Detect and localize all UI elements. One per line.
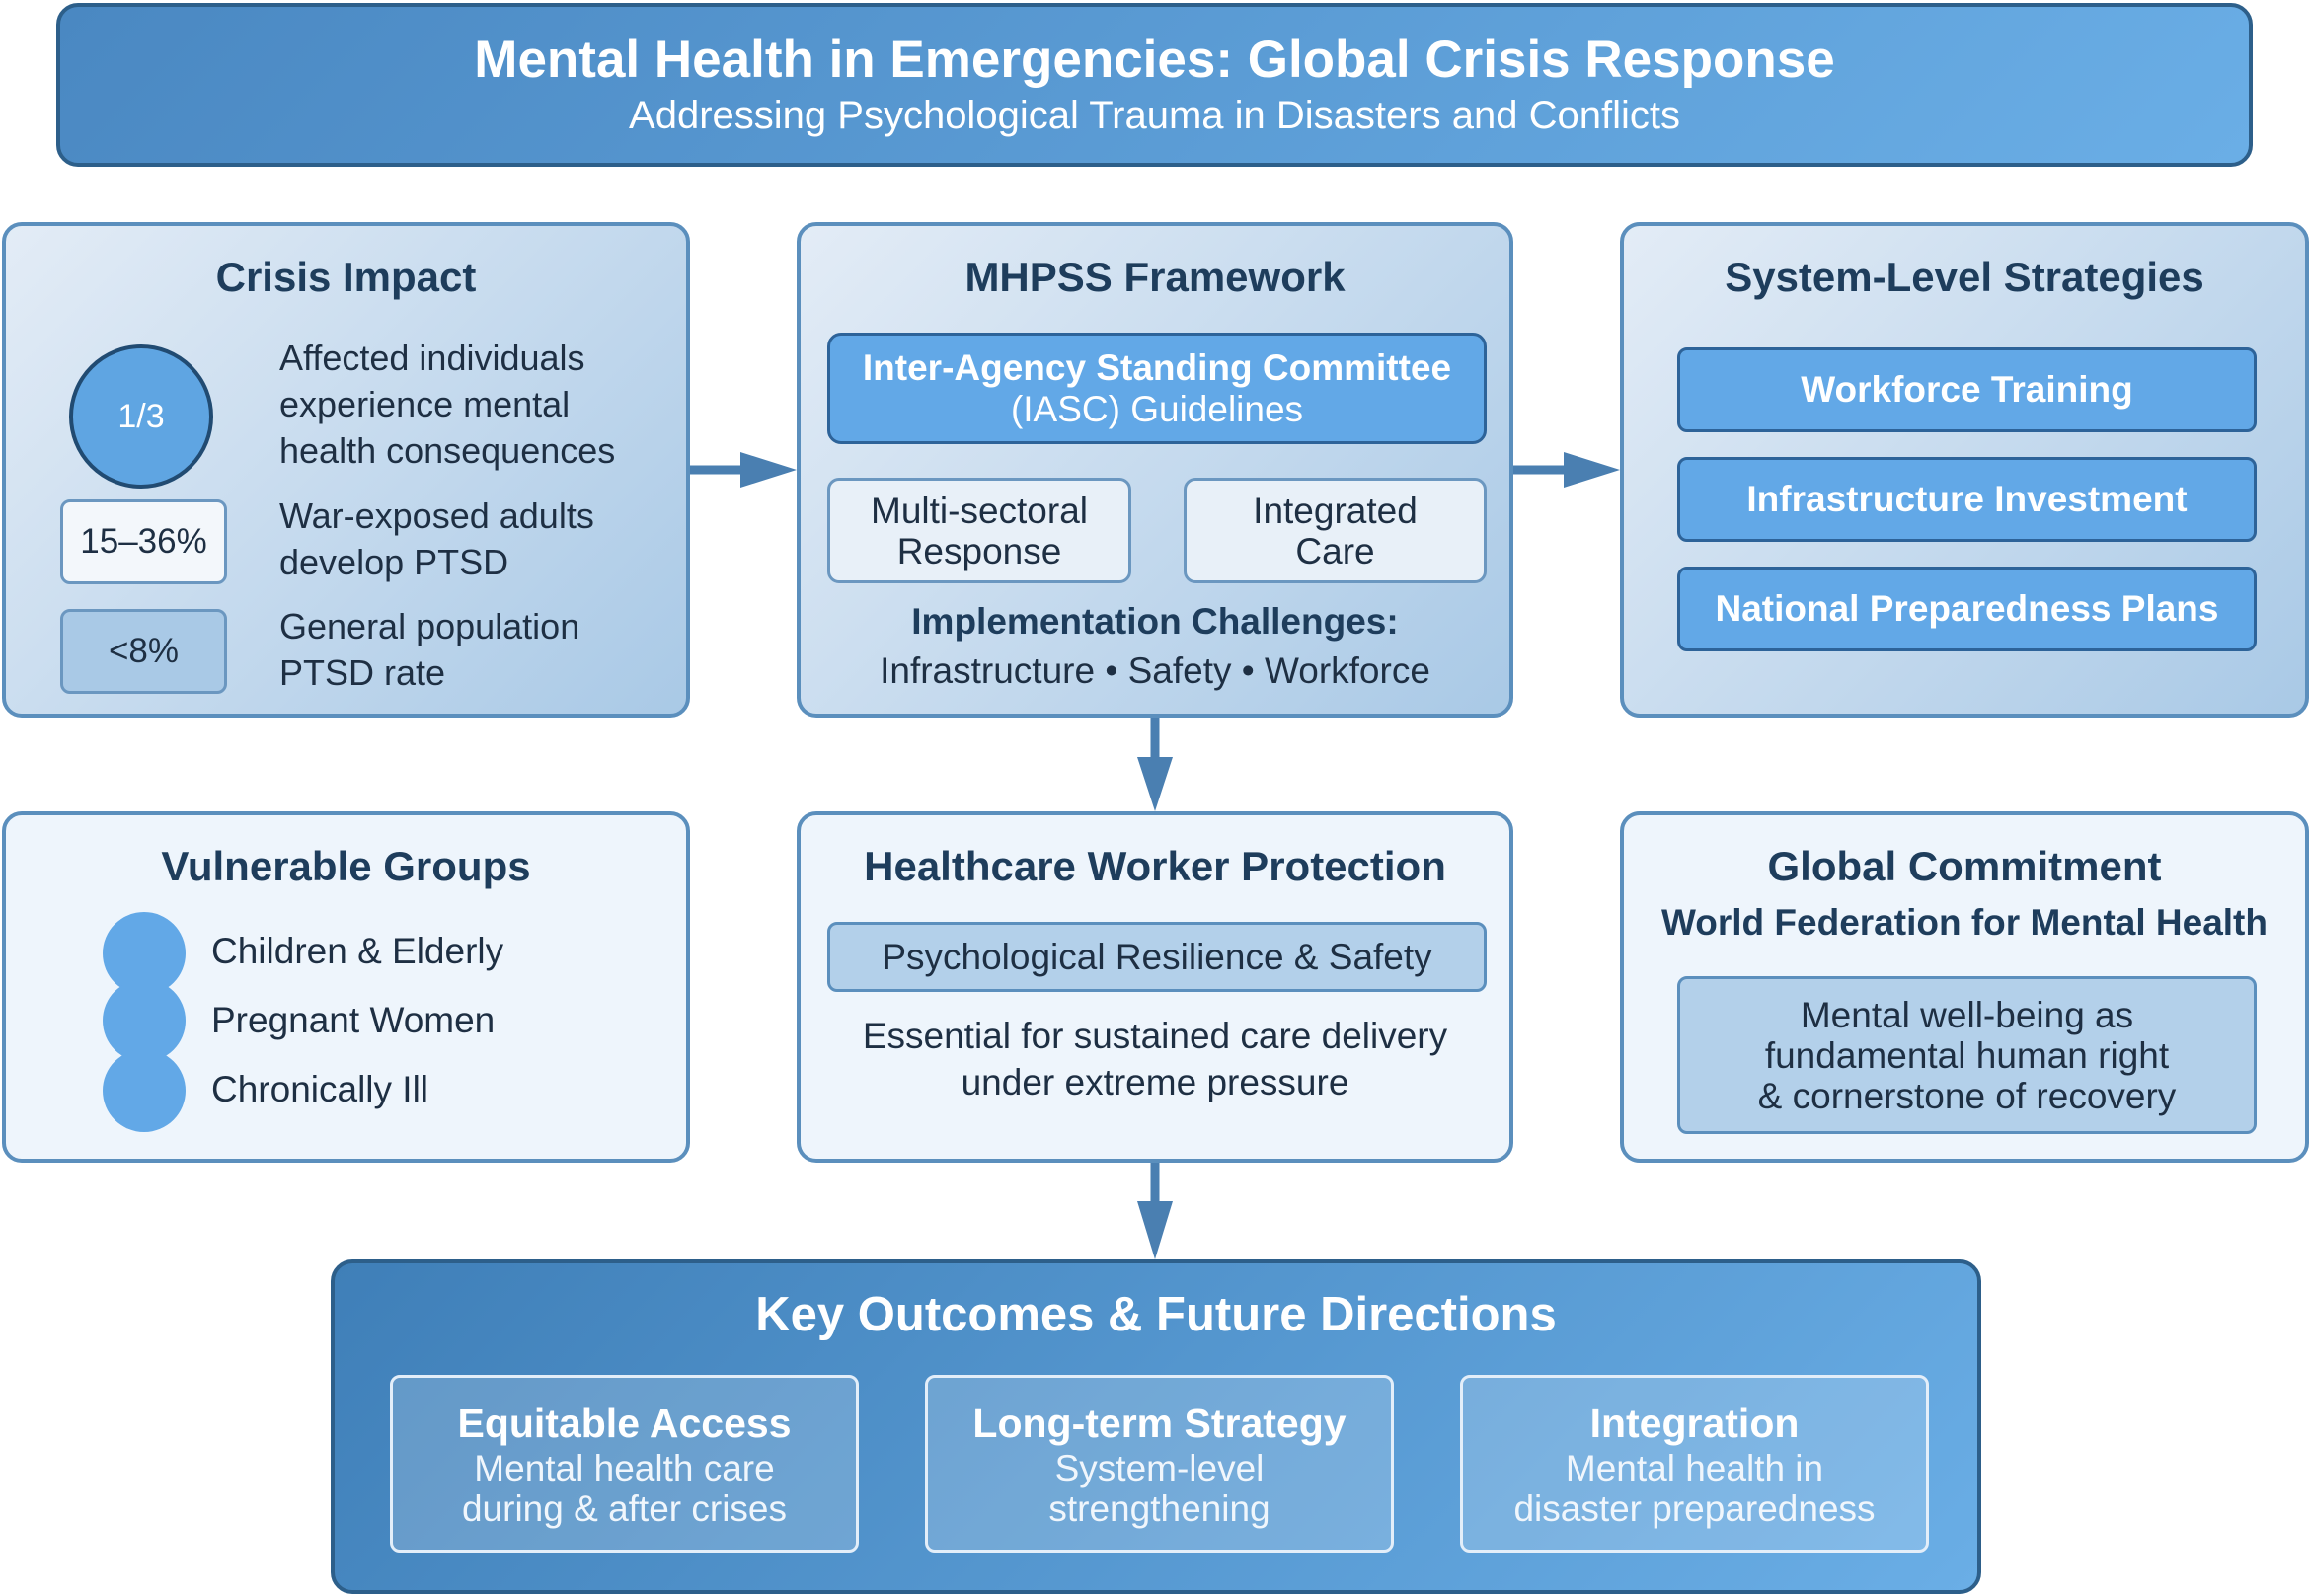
iasc-guidelines-box: Inter-Agency Standing Committee (IASC) G… bbox=[827, 333, 1487, 444]
box-line: Response bbox=[896, 530, 1062, 571]
stat-line: General population bbox=[279, 606, 580, 646]
outcome-heading: Long-term Strategy bbox=[972, 1401, 1347, 1446]
mhpss-panel: MHPSS Framework Inter-Agency Standing Co… bbox=[797, 222, 1513, 718]
vulnerable-groups-panel: Vulnerable Groups Children & Elderly Pre… bbox=[2, 811, 690, 1163]
arrow-crisis-to-mhpss bbox=[690, 452, 797, 488]
outcome-line: during & after crises bbox=[461, 1488, 788, 1529]
strategy-item: National Preparedness Plans bbox=[1677, 567, 2257, 651]
group-dot-icon bbox=[103, 1049, 186, 1132]
description-line: Essential for sustained care delivery bbox=[862, 1016, 1448, 1056]
stat-line: health consequences bbox=[279, 430, 616, 471]
group-label: Children & Elderly bbox=[211, 931, 504, 971]
group-label: Chronically Ill bbox=[211, 1069, 429, 1109]
strategy-item: Workforce Training bbox=[1677, 347, 2257, 432]
global-commitment-title: Global Commitment bbox=[1767, 843, 2162, 889]
outcome-heading: Equitable Access bbox=[457, 1401, 792, 1446]
outcome-line: strengthening bbox=[1048, 1488, 1270, 1529]
outcome-line: Mental health care bbox=[474, 1448, 775, 1488]
multi-sectoral-box: Multi-sectoral Response bbox=[827, 478, 1131, 583]
challenges-text: Infrastructure • Safety • Workforce bbox=[880, 650, 1430, 691]
stat-description: Affected individuals experience mental h… bbox=[279, 335, 694, 474]
crisis-impact-title: Crisis Impact bbox=[215, 254, 477, 300]
resilience-box: Psychological Resilience & Safety bbox=[827, 922, 1487, 992]
outcomes-panel: Key Outcomes & Future Directions Equitab… bbox=[331, 1259, 1981, 1594]
stat-value: <8% bbox=[108, 632, 180, 670]
arrow-healthcare-to-outcomes bbox=[1137, 1163, 1173, 1259]
healthcare-worker-title: Healthcare Worker Protection bbox=[864, 843, 1446, 889]
box-line: Multi-sectoral bbox=[871, 490, 1088, 531]
vulnerable-groups-title: Vulnerable Groups bbox=[161, 843, 531, 889]
strategy-label: Infrastructure Investment bbox=[1746, 479, 2188, 519]
arrow-mhpss-to-strategies bbox=[1513, 452, 1620, 488]
ptsd-war-stat-box: 15–36% bbox=[60, 499, 227, 584]
strategy-label: Workforce Training bbox=[1801, 369, 2133, 410]
one-third-stat-circle: 1/3 bbox=[69, 344, 213, 489]
global-commitment-panel: Global Commitment World Federation for M… bbox=[1620, 811, 2309, 1163]
iasc-line: (IASC) Guidelines bbox=[1010, 388, 1304, 429]
stat-line: War-exposed adults bbox=[279, 495, 594, 536]
stat-value: 1/3 bbox=[117, 397, 165, 435]
group-dot-icon bbox=[103, 979, 186, 1062]
stat-value: 15–36% bbox=[80, 522, 207, 561]
page-subtitle: Addressing Psychological Trauma in Disas… bbox=[629, 94, 1680, 137]
outcome-line: Mental health in bbox=[1565, 1448, 1824, 1488]
mhpss-title: MHPSS Framework bbox=[964, 254, 1346, 300]
stat-line: Affected individuals bbox=[279, 338, 585, 378]
group-label: Pregnant Women bbox=[211, 1000, 496, 1040]
description-line: under extreme pressure bbox=[961, 1062, 1349, 1102]
box-line: Care bbox=[1295, 530, 1375, 571]
stat-description: War-exposed adults develop PTSD bbox=[279, 493, 694, 585]
crisis-impact-panel: Crisis Impact 1/3 Affected individuals e… bbox=[2, 222, 690, 718]
title-banner: Mental Health in Emergencies: Global Cri… bbox=[56, 3, 2253, 167]
healthcare-description: Essential for sustained care delivery un… bbox=[801, 1013, 1509, 1105]
box-line: & cornerstone of recovery bbox=[1757, 1075, 2177, 1116]
challenges-title: Implementation Challenges: bbox=[911, 601, 1399, 642]
outcome-line: System-level bbox=[1054, 1448, 1265, 1488]
box-line: fundamental human right bbox=[1764, 1034, 2170, 1076]
stat-description: General population PTSD rate bbox=[279, 603, 694, 696]
stat-line: PTSD rate bbox=[279, 652, 446, 693]
box-line: Mental well-being as bbox=[1800, 994, 2134, 1035]
wfmh-subtitle: World Federation for Mental Health bbox=[1661, 902, 2268, 943]
healthcare-worker-panel: Healthcare Worker Protection Psychologic… bbox=[797, 811, 1513, 1163]
arrow-mhpss-to-healthcare bbox=[1137, 718, 1173, 811]
outcome-heading: Integration bbox=[1589, 1401, 1800, 1446]
outcomes-title: Key Outcomes & Future Directions bbox=[755, 1288, 1557, 1341]
human-right-box: Mental well-being as fundamental human r… bbox=[1677, 976, 2257, 1134]
strategies-panel: System-Level Strategies Workforce Traini… bbox=[1620, 222, 2309, 718]
outcome-card: Equitable Access Mental health care duri… bbox=[390, 1375, 859, 1553]
resilience-label: Psychological Resilience & Safety bbox=[882, 936, 1432, 977]
box-line: Integrated bbox=[1253, 490, 1418, 531]
outcome-line: disaster preparedness bbox=[1513, 1488, 1876, 1529]
strategy-item: Infrastructure Investment bbox=[1677, 457, 2257, 542]
stat-line: develop PTSD bbox=[279, 542, 509, 582]
integrated-care-box: Integrated Care bbox=[1184, 478, 1487, 583]
outcome-card: Long-term Strategy System-level strength… bbox=[925, 1375, 1394, 1553]
strategy-label: National Preparedness Plans bbox=[1715, 588, 2219, 629]
ptsd-general-stat-box: <8% bbox=[60, 609, 227, 694]
strategies-title: System-Level Strategies bbox=[1725, 254, 2204, 300]
iasc-line: Inter-Agency Standing Committee bbox=[862, 346, 1452, 388]
page-title: Mental Health in Emergencies: Global Cri… bbox=[474, 31, 1835, 89]
stat-line: experience mental bbox=[279, 384, 571, 424]
outcome-card: Integration Mental health in disaster pr… bbox=[1460, 1375, 1929, 1553]
